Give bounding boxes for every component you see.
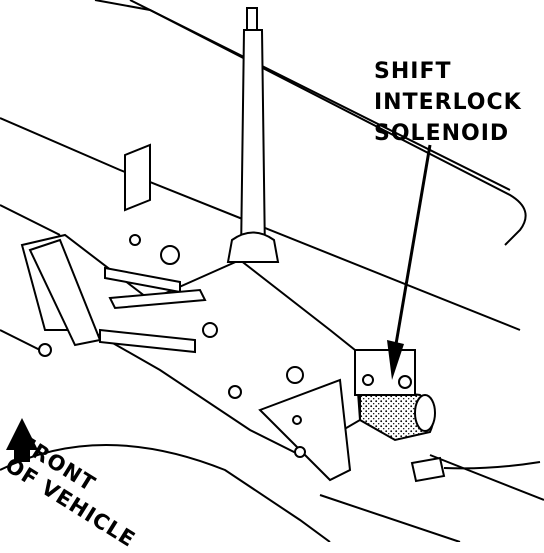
callout-line-3: SOLENOID <box>374 121 510 146</box>
wiring-connector <box>410 456 541 483</box>
shift-interlock-solenoid-callout: SHIFT INTERLOCK SOLENOID <box>374 56 522 149</box>
callout-leader <box>387 144 432 380</box>
callout-line-2: INTERLOCK <box>374 90 522 115</box>
arrow-icon <box>6 418 38 462</box>
shift-interlock-solenoid <box>354 349 436 442</box>
callout-line-1: SHIFT <box>374 59 452 84</box>
shift-lever <box>226 7 280 263</box>
console-trim-panel <box>0 0 527 331</box>
linkage-rods <box>38 234 306 458</box>
shift-bracket <box>20 143 362 482</box>
